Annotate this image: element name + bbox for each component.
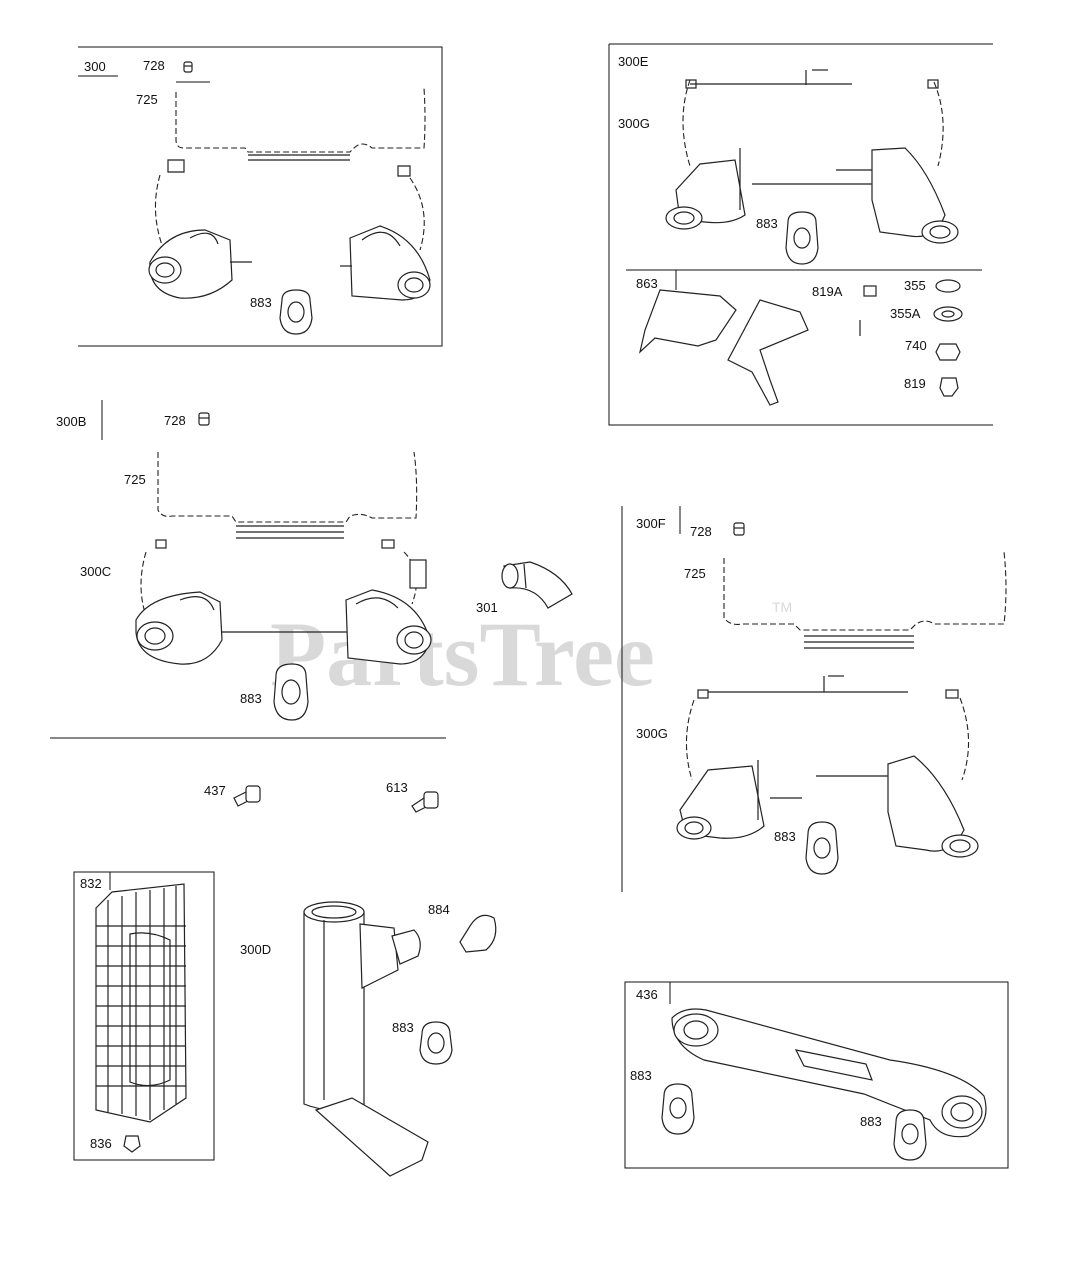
callout-725-f[interactable]: 725	[684, 566, 706, 581]
panel-300f-title[interactable]: 300F	[636, 516, 666, 531]
callout-300g[interactable]: 300G	[618, 116, 650, 131]
callout-301[interactable]: 301	[476, 600, 498, 615]
screw-728-shape	[183, 61, 193, 73]
callout-300c[interactable]: 300C	[80, 564, 111, 579]
panel-832: 832 836	[73, 871, 215, 1161]
callout-740[interactable]: 740	[905, 338, 927, 353]
callout-728[interactable]: 728	[143, 58, 165, 73]
muffler-300d-shape	[303, 901, 429, 1177]
callout-728-b[interactable]: 728	[164, 413, 186, 428]
callout-300d[interactable]: 300D	[240, 942, 271, 957]
callout-883-e[interactable]: 883	[756, 216, 778, 231]
screw-613-shape	[411, 791, 439, 813]
muffler-300c-right	[345, 589, 432, 665]
callout-819a[interactable]: 819A	[812, 284, 843, 299]
panel-436-title[interactable]: 436	[636, 987, 658, 1002]
callout-355[interactable]: 355	[904, 278, 926, 293]
callout-725-b[interactable]: 725	[124, 472, 146, 487]
callout-884[interactable]: 884	[428, 902, 450, 917]
watermark-trademark: TM	[772, 599, 792, 615]
hardware-group: 437 613	[204, 780, 439, 813]
bracket-863-a	[638, 289, 737, 354]
gasket-883-shape	[279, 289, 313, 335]
gasket-883-d-shape	[419, 1021, 453, 1065]
gasket-883-e-shape	[785, 211, 819, 265]
callout-883[interactable]: 883	[250, 295, 272, 310]
callout-728-f[interactable]: 728	[690, 524, 712, 539]
nut-819a-shape	[863, 285, 877, 297]
callout-819[interactable]: 819	[904, 376, 926, 391]
heatshield-725-shape	[175, 87, 426, 153]
panel-300b-title[interactable]: 300B	[56, 414, 86, 429]
callout-437[interactable]: 437	[204, 783, 226, 798]
heatshield-725-b-shape	[157, 451, 418, 523]
heatshield-725-f-shape	[723, 551, 1007, 631]
callout-300g-f[interactable]: 300G	[636, 726, 668, 741]
screw-728-f-shape	[733, 522, 745, 536]
deflector-301-shape	[501, 561, 573, 609]
clamp-884-shape	[459, 914, 497, 953]
panel-300-frame	[78, 46, 443, 347]
panel-300-title[interactable]: 300	[84, 59, 106, 74]
panel-300f: 300F 728 725 300G 883	[621, 506, 1007, 892]
callout-355a[interactable]: 355A	[890, 306, 921, 321]
muffler-300g-f-left	[676, 760, 765, 840]
locknut-740-shape	[935, 343, 961, 361]
callout-863[interactable]: 863	[636, 276, 658, 291]
group-300d: 300D 884 883	[240, 901, 497, 1177]
callout-883-f[interactable]: 883	[774, 829, 796, 844]
muffler-300g-e-right	[871, 147, 959, 244]
pipe-436-shape	[671, 1008, 987, 1138]
panel-436: 436 883 883	[624, 981, 1009, 1169]
watermark-brand: PartsTree	[270, 603, 655, 705]
muffler-300g-f-right	[887, 755, 979, 858]
panel-300e-title[interactable]: 300E	[618, 54, 649, 69]
bracket-863-b	[727, 299, 809, 406]
muffler-300-right-outlet	[349, 225, 431, 301]
callout-883-d[interactable]: 883	[392, 1020, 414, 1035]
panel-300e: 300E 300G 883 863 819A 355 355A	[608, 43, 993, 426]
panel-300: 300 728 725 883	[78, 46, 443, 347]
washer-355-shape	[935, 279, 961, 293]
gasket-883-436b-shape	[893, 1109, 927, 1161]
screen-832-shape	[95, 883, 187, 1123]
panel-300b: 300B 728 725 300C 883 301	[50, 400, 573, 739]
callout-613[interactable]: 613	[386, 780, 408, 795]
nut-819-shape	[939, 377, 959, 397]
callout-883-436a[interactable]: 883	[630, 1068, 652, 1083]
screw-836-shape	[123, 1135, 141, 1153]
muffler-300g-e-left	[665, 148, 746, 230]
callout-883-436b[interactable]: 883	[860, 1114, 882, 1129]
muffler-300c-left	[135, 591, 223, 665]
panel-300e-frame	[608, 43, 993, 426]
washer-355a-shape	[933, 306, 963, 322]
screw-728-b-shape	[198, 412, 210, 426]
callout-725[interactable]: 725	[136, 92, 158, 107]
gasket-883-f-shape	[805, 821, 839, 875]
panel-832-title[interactable]: 832	[80, 876, 102, 891]
gasket-883-b-shape	[273, 663, 309, 721]
callout-836[interactable]: 836	[90, 1136, 112, 1151]
panel-436-frame	[624, 981, 1009, 1169]
panel-832-frame	[73, 871, 215, 1161]
callout-883-b[interactable]: 883	[240, 691, 262, 706]
gasket-883-436a-shape	[661, 1083, 695, 1135]
muffler-300-left-outlet	[148, 229, 233, 299]
screw-437-shape	[233, 785, 261, 807]
